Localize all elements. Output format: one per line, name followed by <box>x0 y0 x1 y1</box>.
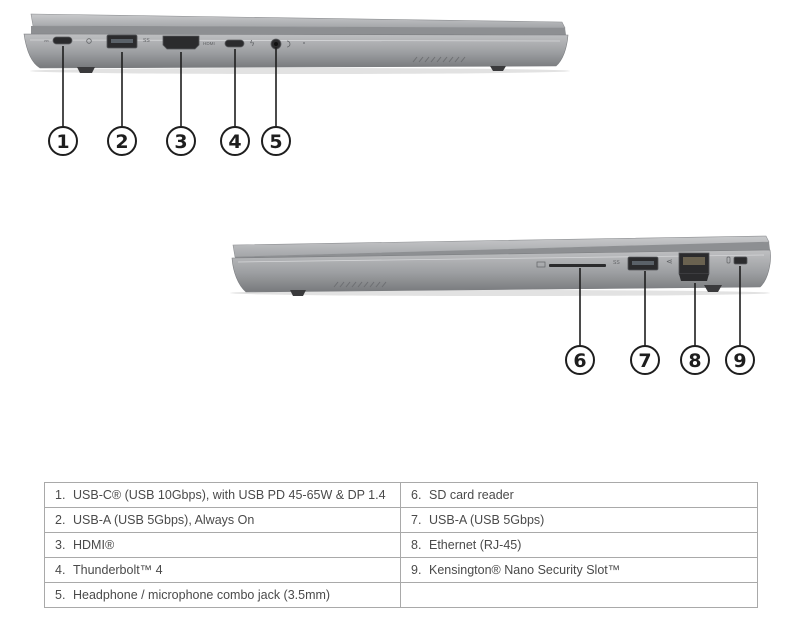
port-kensington-9 <box>726 256 748 265</box>
table-cell: 4. Thunderbolt™ 4 <box>44 557 401 583</box>
power-icon <box>86 38 92 44</box>
hdmi-port-label: HDMI <box>203 41 215 46</box>
item-text: Ethernet (RJ-45) <box>429 538 522 552</box>
table-row: 2. USB-A (USB 5Gbps), Always On 7. USB-A (… <box>44 507 758 533</box>
usb-a-port-icon: SS <box>613 260 620 266</box>
table-row: 5. Headphone / microphone combo jack (3.5… <box>44 582 758 608</box>
svg-text:3: 3 <box>174 131 187 153</box>
item-text: Kensington® Nano Security Slot™ <box>429 563 621 577</box>
svg-text:1: 1 <box>56 131 69 153</box>
item-number: 2. <box>55 513 66 527</box>
port-audio-jack-5 <box>270 38 305 50</box>
svg-text:5: 5 <box>269 131 282 153</box>
port-hdmi-3: HDMI <box>162 35 215 50</box>
item-text: USB-A (USB 5Gbps) <box>429 513 545 527</box>
table-cell: 6. SD card reader <box>400 482 758 508</box>
ethernet-icon: ⋖ <box>666 257 673 266</box>
port-sd-card-6 <box>536 261 606 268</box>
item-text: USB-A (USB 5Gbps), Always On <box>73 513 255 527</box>
svg-text:6: 6 <box>573 350 586 372</box>
ports-legend-table: 1. USB-C® (USB 10Gbps), with USB PD 45-65… <box>44 482 758 608</box>
callout-7: 7 <box>630 345 660 375</box>
callout-3: 3 <box>166 126 196 156</box>
headset-icon <box>286 40 291 48</box>
port-thunderbolt-4: ϟ <box>224 39 255 48</box>
usb-c-port-icon: ⎓ <box>44 39 49 45</box>
table-cell-empty <box>400 582 758 608</box>
table-cell: 8. Ethernet (RJ-45) <box>400 532 758 558</box>
usb-a-port-icon: SS <box>143 38 150 44</box>
callout-1: 1 <box>48 126 78 156</box>
svg-text:7: 7 <box>638 350 651 372</box>
port-usb-c-1: ⎓ <box>44 36 92 45</box>
svg-text:9: 9 <box>733 350 746 372</box>
item-number: 7. <box>411 513 422 527</box>
laptop-right-side-view: SS ⋖ <box>230 235 771 296</box>
callout-5: 5 <box>261 126 291 156</box>
port-usb-a-7: SS <box>613 256 659 271</box>
item-text: SD card reader <box>429 488 514 502</box>
table-cell: 2. USB-A (USB 5Gbps), Always On <box>44 507 401 533</box>
table-row: 1. USB-C® (USB 10Gbps), with USB PD 45-65… <box>44 482 758 508</box>
item-text: HDMI® <box>73 538 115 552</box>
laptop-left-side-view: ⎓ SS HDMI ϟ <box>23 13 570 74</box>
lock-icon <box>726 256 731 264</box>
callout-4: 4 <box>220 126 250 156</box>
table-cell: 9. Kensington® Nano Security Slot™ <box>400 557 758 583</box>
laptop-ports-diagram: ⎓ SS HDMI ϟ 1 <box>23 13 771 375</box>
table-row: 3. HDMI® 8. Ethernet (RJ-45) <box>44 532 758 558</box>
svg-text:2: 2 <box>115 131 128 153</box>
item-number: 4. <box>55 563 66 577</box>
port-ethernet-8: ⋖ <box>666 252 710 281</box>
callout-2: 2 <box>107 126 137 156</box>
item-text: Thunderbolt™ 4 <box>73 563 163 577</box>
table-cell: 1. USB-C® (USB 10Gbps), with USB PD 45-65… <box>44 482 401 508</box>
item-number: 8. <box>411 538 422 552</box>
table-row: 4. Thunderbolt™ 4 9. Kensington® Nano Secu… <box>44 557 758 583</box>
item-text: USB-C® (USB 10Gbps), with USB PD 45-65W … <box>73 488 386 502</box>
item-number: 9. <box>411 563 422 577</box>
callout-leaders-left <box>62 46 277 127</box>
sd-card-icon <box>536 261 546 268</box>
callout-6: 6 <box>565 345 595 375</box>
item-text: Headphone / microphone combo jack (3.5mm… <box>73 588 331 602</box>
callout-leaders-right <box>579 266 741 347</box>
svg-text:8: 8 <box>688 350 701 372</box>
table-cell: 3. HDMI® <box>44 532 401 558</box>
item-number: 1. <box>55 488 66 502</box>
callout-9: 9 <box>725 345 755 375</box>
item-number: 3. <box>55 538 66 552</box>
port-usb-a-2: SS <box>106 34 150 49</box>
thunderbolt-icon: ϟ <box>250 39 255 48</box>
table-cell: 7. USB-A (USB 5Gbps) <box>400 507 758 533</box>
svg-text:4: 4 <box>228 131 241 153</box>
table-cell: 5. Headphone / microphone combo jack (3.5… <box>44 582 401 608</box>
callout-8: 8 <box>680 345 710 375</box>
item-number: 6. <box>411 488 422 502</box>
item-number: 5. <box>55 588 66 602</box>
